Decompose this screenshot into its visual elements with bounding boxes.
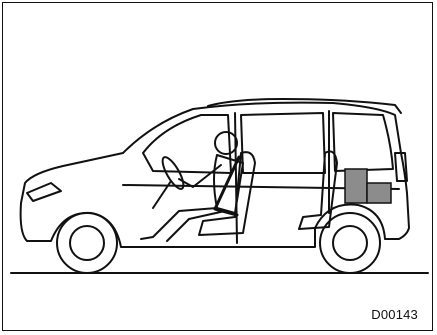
front-wheel-hub: [70, 226, 104, 260]
b-pillar: [235, 113, 237, 243]
driver-legs: [141, 208, 225, 241]
rear-seat: [299, 151, 337, 229]
suv-illustration: [3, 3, 434, 332]
front-wheel: [57, 213, 117, 273]
driver-head: [215, 132, 237, 154]
headlight: [27, 183, 61, 201]
quarter-window: [333, 113, 393, 171]
rear-side-window: [241, 113, 325, 173]
driver-seat: [199, 152, 255, 235]
rear-wheel-hub: [333, 226, 367, 260]
roof-rail: [208, 99, 401, 113]
figure-reference-code: D00143: [371, 307, 418, 322]
front-window: [143, 115, 231, 173]
cargo-box-tall: [345, 169, 367, 203]
cargo-box-small: [367, 183, 391, 203]
figure-frame: D00143: [2, 2, 433, 331]
